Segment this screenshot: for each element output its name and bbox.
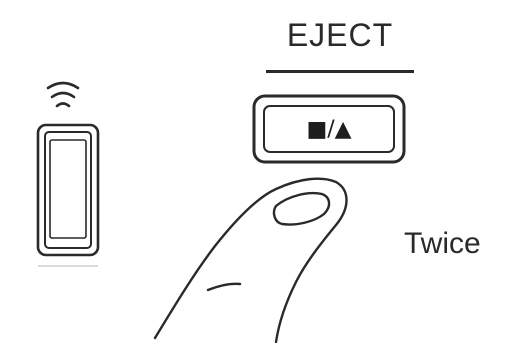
eject-label-underline <box>266 70 414 73</box>
stop-eject-symbol: ■/▲ <box>254 110 404 150</box>
eject-label: EJECT <box>266 18 414 52</box>
pointing-finger-icon <box>155 179 347 342</box>
ir-signal-icon <box>48 83 78 106</box>
remote-control-icon <box>38 125 98 266</box>
twice-label: Twice <box>404 228 481 260</box>
